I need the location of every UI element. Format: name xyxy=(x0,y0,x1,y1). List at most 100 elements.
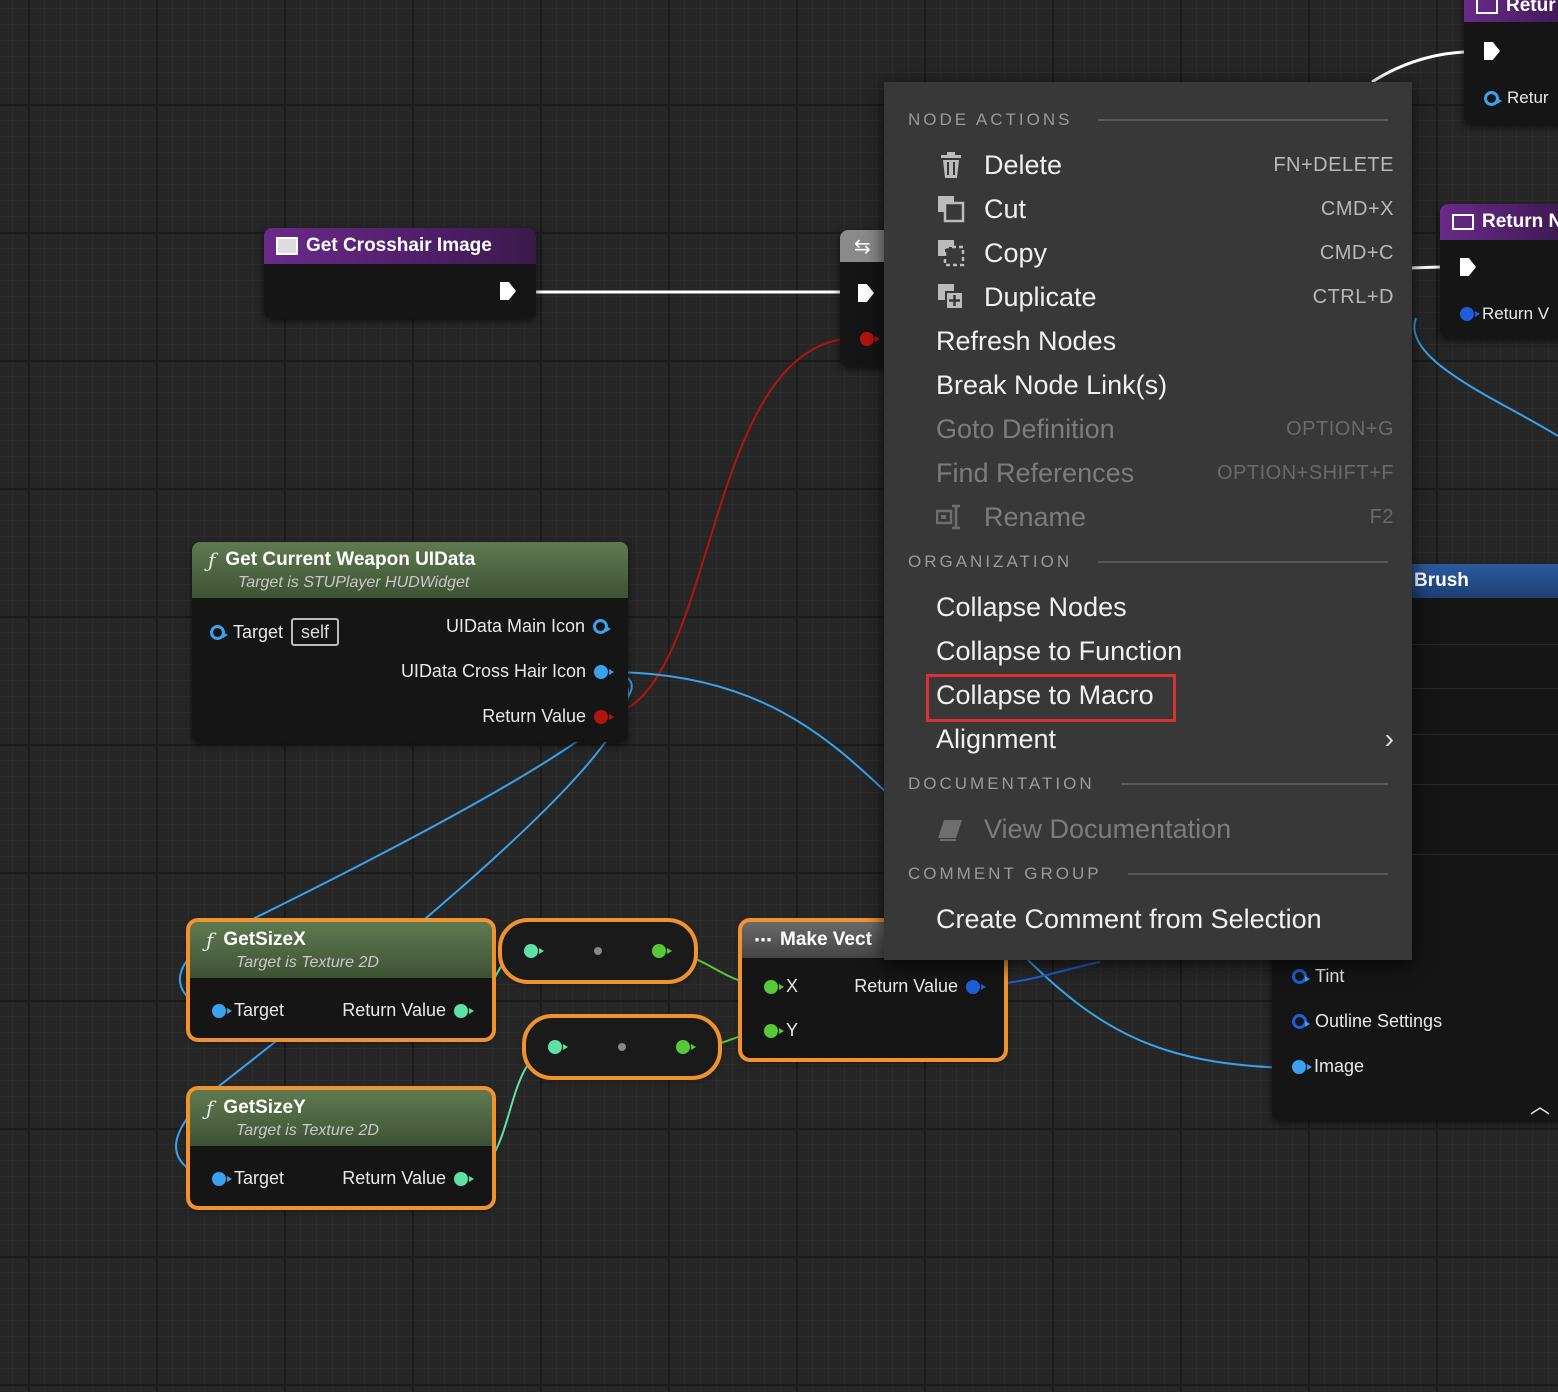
x-pin[interactable]: X xyxy=(764,976,798,997)
pin-dot xyxy=(212,1171,232,1186)
image-pin[interactable]: Image xyxy=(1292,1056,1364,1077)
menu-item-label: Refresh Nodes xyxy=(936,325,1117,356)
pin-label: Retur xyxy=(1507,88,1549,107)
trash-icon xyxy=(941,152,961,178)
menu-item-collapse-to-function[interactable]: Collapse to Function xyxy=(936,631,1394,671)
uidata-main-icon-pin[interactable]: UIData Main Icon xyxy=(445,616,611,637)
divider xyxy=(1127,873,1388,875)
pin-dot xyxy=(764,1023,784,1038)
return-pin[interactable]: Retur xyxy=(1484,88,1549,108)
exec-in-pin[interactable] xyxy=(1460,258,1476,276)
widget-icon xyxy=(1452,214,1474,230)
node-title: GetSizeY xyxy=(223,1097,306,1118)
exec-wire-return-top xyxy=(1371,50,1465,84)
int-to-float-conversion-node-x[interactable] xyxy=(498,918,698,984)
menu-item-cut[interactable]: Cut CMD+X xyxy=(936,189,1394,229)
conversion-dot xyxy=(618,1043,626,1051)
outline-settings-pin[interactable]: Outline Settings xyxy=(1292,1011,1442,1032)
target-pin[interactable]: Target self xyxy=(210,618,340,646)
pin-label: Outline Settings xyxy=(1315,1011,1443,1031)
return-node-top[interactable]: Retur Retur xyxy=(1464,0,1558,124)
menu-item-collapse-to-macro[interactable]: Collapse to Macro xyxy=(936,675,1394,715)
return-value-pin[interactable]: Return Value xyxy=(342,1000,474,1021)
pin-label: Target xyxy=(234,1168,285,1188)
int-to-float-conversion-node-y[interactable] xyxy=(522,1014,722,1080)
node-title: Get Crosshair Image xyxy=(306,235,492,256)
exec-out-pin[interactable] xyxy=(500,282,516,300)
context-menu: NODE ACTIONS Delete FN+DELETE Cut CMD+X … xyxy=(884,82,1412,960)
return-value-pin[interactable]: Return Value xyxy=(854,976,986,997)
menu-item-shortcut: CMD+X xyxy=(1320,197,1394,220)
menu-item-label: Copy xyxy=(984,237,1048,268)
menu-item-label: Goto Definition xyxy=(936,413,1115,444)
pin-dot xyxy=(764,979,784,994)
menu-item-label: Find References xyxy=(936,457,1135,488)
menu-item-copy[interactable]: Copy CMD+C xyxy=(936,233,1394,273)
node-title: Return N xyxy=(1482,211,1558,232)
return-value-pin[interactable]: Return Value xyxy=(342,1168,474,1189)
menu-item-delete[interactable]: Delete FN+DELETE xyxy=(936,145,1394,185)
uidata-cross-hair-icon-pin[interactable]: UIData Cross Hair Icon xyxy=(401,661,614,682)
section-label: DOCUMENTATION xyxy=(908,774,1095,793)
target-pin[interactable]: Target xyxy=(212,1000,284,1021)
pin-label: UIData Main Icon xyxy=(445,616,585,636)
divider xyxy=(1412,854,1558,855)
tint-pin[interactable]: Tint xyxy=(1292,966,1344,987)
divider xyxy=(1120,783,1388,785)
menu-item-shortcut: CMD+C xyxy=(1319,241,1394,264)
pin-dot xyxy=(210,624,228,640)
input-pin[interactable] xyxy=(548,1040,568,1054)
section-label: NODE ACTIONS xyxy=(908,110,1073,129)
return-value-pin[interactable]: Return Value xyxy=(482,706,614,727)
widget-icon xyxy=(1476,0,1498,14)
node-title: Make Vect xyxy=(780,929,872,950)
menu-item-view-documentation: View Documentation xyxy=(936,809,1394,849)
pin-dot xyxy=(594,709,614,724)
pin-dot xyxy=(1292,1014,1310,1029)
documentation-icon xyxy=(938,820,962,841)
output-pin[interactable] xyxy=(676,1040,696,1054)
section-node-actions: NODE ACTIONS xyxy=(908,110,1388,130)
menu-item-label: Break Node Link(s) xyxy=(936,369,1168,400)
menu-item-duplicate[interactable]: Duplicate CTRL+D xyxy=(936,277,1394,317)
node-subtitle: Target is Texture 2D xyxy=(236,1122,379,1139)
exec-in-pin[interactable] xyxy=(858,284,874,302)
exec-in-pin[interactable] xyxy=(1484,42,1500,60)
pin-dot xyxy=(966,979,986,994)
pin-label: Image xyxy=(1314,1056,1365,1076)
struct-wire xyxy=(605,337,857,717)
menu-item-goto-definition: Goto Definition OPTION+G xyxy=(936,409,1394,449)
pin-dot xyxy=(212,1003,232,1018)
target-pin[interactable]: Target xyxy=(212,1168,284,1189)
menu-item-shortcut: F2 xyxy=(1369,505,1394,528)
y-pin[interactable]: Y xyxy=(764,1020,798,1041)
pin-label: Return Value xyxy=(482,706,586,726)
return-value-pin[interactable]: Return V xyxy=(1460,304,1549,324)
pin-label: Target xyxy=(234,1000,285,1020)
self-field[interactable]: self xyxy=(291,618,340,646)
object-in-pin[interactable] xyxy=(860,332,880,346)
divider xyxy=(1412,734,1558,735)
node-header: Retur xyxy=(1464,0,1558,22)
node-header: Return N xyxy=(1440,204,1558,240)
menu-item-refresh-nodes[interactable]: Refresh Nodes xyxy=(936,321,1394,361)
get-crosshair-image-node[interactable]: Get Crosshair Image xyxy=(264,228,536,318)
input-pin[interactable] xyxy=(524,944,544,958)
chevron-right-icon: › xyxy=(1384,723,1394,754)
exec-wire-return-mid xyxy=(1409,265,1441,270)
return-node-mid[interactable]: Return N Return V xyxy=(1440,204,1558,338)
output-pin[interactable] xyxy=(652,944,672,958)
collapse-chevron-icon[interactable]: ︿ xyxy=(1530,1096,1550,1118)
pin-dot xyxy=(1292,969,1310,984)
menu-item-collapse-nodes[interactable]: Collapse Nodes xyxy=(936,587,1394,627)
cast-icon: ⇆ xyxy=(854,235,871,258)
menu-item-alignment[interactable]: Alignment › xyxy=(936,719,1394,759)
menu-item-break-node-links[interactable]: Break Node Link(s) xyxy=(936,365,1394,405)
menu-item-create-comment[interactable]: Create Comment from Selection xyxy=(936,899,1394,939)
menu-item-label: Duplicate xyxy=(984,281,1097,312)
